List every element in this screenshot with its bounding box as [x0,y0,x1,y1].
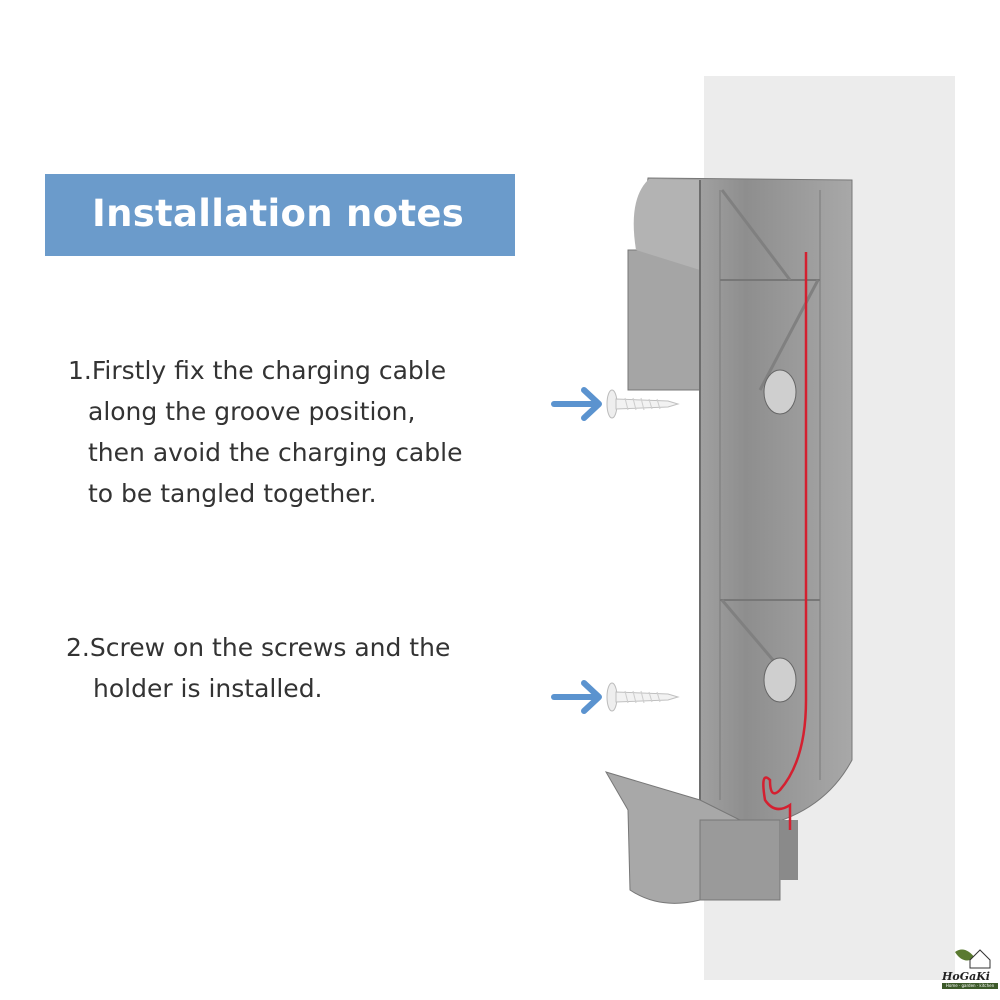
holder-top-cap [627,249,701,391]
screw-icon-bottom [606,682,680,712]
screw-icon-top [606,389,680,419]
note-line: 1.Firstly fix the charging cable [68,356,447,385]
title-banner: Installation notes [45,174,515,256]
page-title: Installation notes [92,192,465,235]
note-1: 1.Firstly fix the charging cable along t… [68,350,462,514]
note-line: along the groove position, [88,397,416,426]
note-line: holder is installed. [93,674,323,703]
note-2: 2.Screw on the screws and the holder is … [66,627,450,709]
note-line: then avoid the charging cable [88,438,463,467]
holder-cross-ribs [720,279,820,601]
holder-top-round [633,180,700,270]
charging-cable [762,252,808,830]
arrow-icon-top [551,387,602,421]
screw-boss-top [763,369,797,415]
note-line: 2.Screw on the screws and the [66,633,451,662]
holder-bottom-block [699,819,781,901]
arrow-icon-bottom [551,680,602,714]
brand-tagline: Home · garden · kitchen [942,983,998,989]
holder-bottom-tab [780,820,798,880]
brand-logo: HoGaKi [942,970,990,983]
logo-icon [955,949,991,969]
screw-boss-bottom [763,657,797,703]
note-line: to be tangled together. [88,479,377,508]
